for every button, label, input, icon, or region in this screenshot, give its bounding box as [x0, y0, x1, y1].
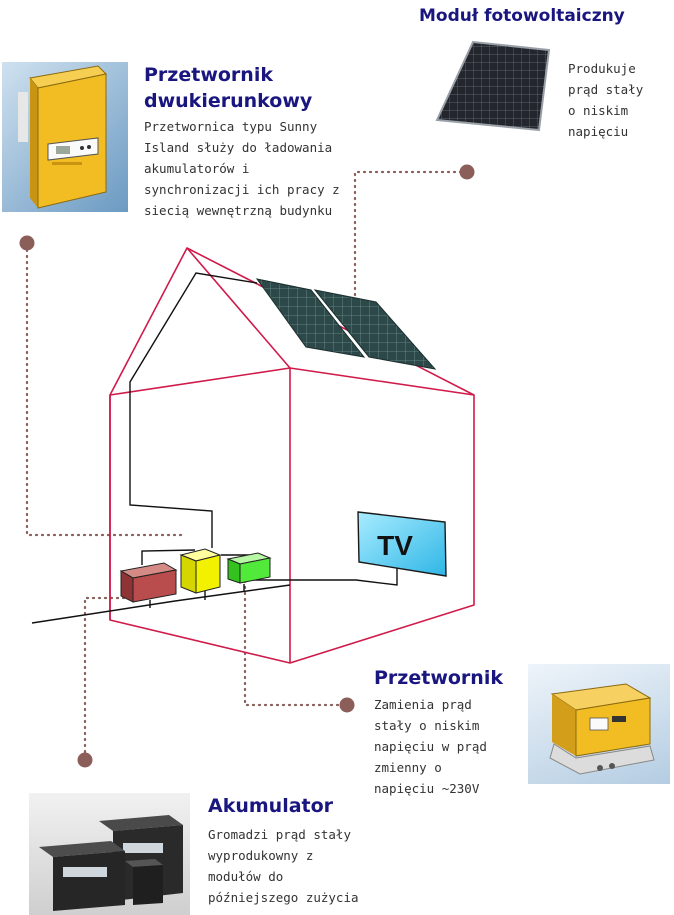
bidirectional-description: Przetwornica typu Sunny Island służy do …: [144, 116, 340, 221]
bidirectional-desc-line: Island służy do ładowania: [144, 140, 333, 155]
module-desc-line: napięciu: [568, 124, 629, 139]
connector-dot-battery: [77, 752, 93, 768]
inverter-title: Przetwornik: [374, 667, 503, 689]
battery-desc-line: późniejszego zużycia: [208, 890, 359, 905]
inverter-desc-line: napięciu ~230V: [374, 781, 480, 796]
battery-icon: [119, 562, 178, 603]
connector-dot-bidirectional: [19, 235, 35, 251]
photovoltaic-panel-icon: [433, 38, 553, 134]
inverter-icon: [226, 552, 272, 584]
inverter-description: Zamienia prąd stały o niskim napięciu w …: [374, 694, 487, 799]
connector-module: [353, 170, 469, 300]
connector-battery: [83, 596, 127, 760]
bidirectional-title: Przetwornik dwukierunkowy: [144, 62, 312, 114]
module-description: Produkuje prąd stały o niskim napięciu: [568, 58, 643, 142]
bidirectional-desc-line: Przetwornica typu Sunny: [144, 119, 318, 134]
battery-photo: [29, 793, 190, 915]
connector-bidirectional: [25, 242, 187, 537]
roof-panel-right: [313, 289, 437, 370]
battery-title: Akumulator: [208, 795, 334, 817]
inverter-desc-line: napięciu w prąd: [374, 739, 487, 754]
roof-panels: [255, 278, 437, 370]
wire-inverter-to-tv: [250, 563, 398, 586]
wiring: [31, 272, 398, 624]
module-desc-line: prąd stały: [568, 82, 644, 97]
connector-dot-module: [459, 164, 475, 180]
battery-desc-line: wyprodukowny z: [208, 848, 314, 863]
tv-label: TV: [377, 530, 413, 561]
bidirectional-desc-line: akumulatorów i: [144, 161, 250, 176]
battery-description: Gromadzi prąd stały wyprodukowny z moduł…: [208, 824, 359, 908]
module-desc-line: Produkuje: [568, 61, 636, 76]
bidirectional-title-line: Przetwornik: [144, 64, 273, 86]
connector-inverter: [243, 573, 347, 707]
bidirectional-desc-line: siecią wewnętrzną budynku: [144, 203, 333, 218]
wire-panel-to-inverter: [129, 272, 258, 548]
bidirectional-desc-line: synchronizacji ich pracy z: [144, 182, 340, 197]
house-outline: [109, 247, 475, 664]
wire-bidirectional-to-battery: [141, 549, 196, 565]
roof-panel-left: [255, 278, 366, 358]
bidirectional-title-line: dwukierunkowy: [144, 90, 313, 112]
battery-desc-line: modułów do: [208, 869, 284, 884]
tv-icon: TV: [357, 511, 447, 577]
bidirectional-inverter-icon: [179, 548, 222, 594]
inverter-desc-line: stały o niskim: [374, 718, 480, 733]
inverter-photo: [528, 664, 670, 784]
bidirectional-inverter-photo: [2, 62, 128, 212]
connector-dot-inverter: [339, 697, 355, 713]
wire-grid: [31, 584, 291, 624]
battery-desc-line: Gromadzi prąd stały: [208, 827, 351, 842]
connector-lines: [25, 170, 469, 760]
module-desc-line: o niskim: [568, 103, 629, 118]
module-title: Moduł fotowoltaiczny: [419, 6, 625, 26]
inverter-desc-line: Zamienia prąd: [374, 697, 472, 712]
inverter-desc-line: zmienny o: [374, 760, 442, 775]
